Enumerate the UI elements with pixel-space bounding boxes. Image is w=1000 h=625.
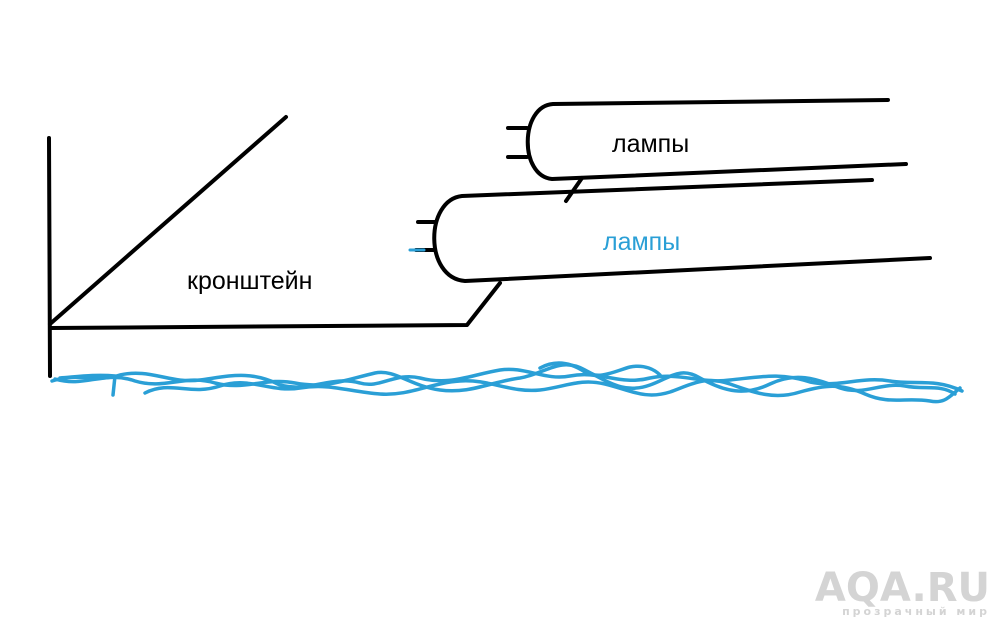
- watermark-main: AQA.RU: [815, 565, 990, 611]
- bracket-arm: [48, 281, 502, 330]
- lamp-upper-tube: [525, 98, 908, 181]
- water-wave-4: [58, 373, 117, 397]
- bracket-diagonal-brace: [48, 115, 288, 326]
- lamp-connector: [564, 176, 584, 203]
- lamp-upper: [506, 98, 908, 181]
- lamp-upper-label: лампы: [612, 130, 689, 158]
- water-surface: [50, 361, 964, 404]
- water-wave-3: [143, 378, 962, 404]
- water-wave-2: [53, 363, 957, 396]
- water-wave-5: [538, 361, 662, 377]
- watermark: AQA.RU прозрачный мир: [815, 565, 990, 618]
- watermark-sub: прозрачный мир: [842, 605, 990, 618]
- lamp-lower-tube: [432, 178, 932, 283]
- bracket: [47, 115, 584, 378]
- bracket-vertical-post: [47, 136, 52, 378]
- bracket-label: кронштейн: [187, 267, 312, 295]
- lamp-lower-label: лампы: [603, 228, 680, 256]
